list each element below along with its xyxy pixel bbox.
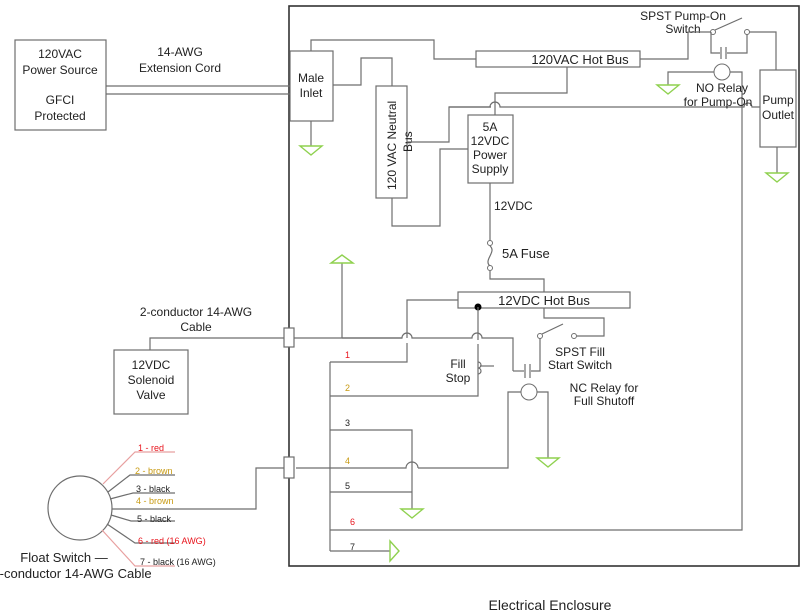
power-source-label: 120VAC [38,47,82,61]
male-inlet-label: Inlet [300,86,323,100]
conductor-number: 2 [345,383,350,393]
conductor-number: 3 [345,418,350,428]
float-switch-label: 7-conductor 14-AWG Cable [0,566,152,581]
solenoid-label: Solenoid [128,373,175,387]
power-source: 120VAC Power Source GFCI Protected [14,39,107,131]
power-supply-label: 5A [483,120,498,134]
pump-outlet-label: Outlet [762,108,795,122]
float-switch [47,475,113,541]
conductor-label: 5 - black [137,514,172,524]
conductor-label: 3 - black [136,484,171,494]
extension-cord-label: 14-AWG [157,45,203,59]
fill-switch-label: Start Switch [548,358,612,372]
conductor-number: 5 [345,481,350,491]
power-source-label: Power Source [22,63,98,77]
fill-stop-label: Fill [450,357,465,371]
pump-outlet-label: Pump [762,93,794,107]
solenoid-cable-label: Cable [180,320,212,334]
conductor-number: 4 [345,456,350,466]
pump-outlet [759,69,797,148]
male-inlet [289,50,334,122]
ground-icon [298,145,324,156]
pump-switch-label: SPST Pump-On [640,9,726,23]
ground-icon [535,457,561,468]
power-source-box [14,39,107,131]
extension-cord: 14-AWG Extension Cord [106,45,292,95]
ground-icon [328,254,356,264]
pump-relay-coil [713,63,731,81]
full-relay-label: Full Shutoff [574,394,635,408]
cable-gland-solenoid [283,327,295,348]
conductor-number: 1 [345,350,350,360]
ac-hot-bus-label: 120VAC Hot Bus [531,52,629,67]
extension-cord-label: Extension Cord [139,61,221,75]
pump-relay-label: NO Relay [696,81,748,95]
full-relay-coil [520,383,538,401]
power-supply-label: Supply [472,162,509,176]
fill-stop-label: Stop [446,371,471,385]
fuse-icon [487,240,493,271]
gfci-label: GFCI [46,93,75,107]
fill-switch-label: SPST Fill [555,345,605,359]
fuse-label: 5A Fuse [502,246,550,261]
fill-stop-switch-icon[interactable] [477,361,494,375]
ground-icon [389,539,400,563]
ground-icon [399,508,425,519]
solenoid-cable-label: 2-conductor 14-AWG [140,305,252,319]
male-inlet-label: Male [298,71,324,85]
pump-switch-label: Switch [665,22,700,36]
full-relay-label: NC Relay for [570,381,639,395]
conductor-leaders [101,451,175,567]
conductor-label: 7 - black (16 AWG) [140,557,216,567]
power-supply-label: Power [473,148,507,162]
solenoid-label: Valve [136,388,165,402]
ground-icon [655,84,681,95]
float-switch-label: Float Switch — [20,550,107,565]
ground-icon [764,172,790,183]
conductor-number: 7 [350,542,355,552]
solenoid-valve [113,349,189,415]
pump-relay-label: for Pump-On [684,95,753,109]
conductor-label: 4 - brown [136,496,174,506]
conductor-label: 6 - red (16 AWG) [138,536,206,546]
conductor-number: 6 [350,517,355,527]
power-supply-label: 12VDC [471,134,510,148]
enclosure-label: Electrical Enclosure [489,597,612,613]
solenoid-label: 12VDC [132,358,171,372]
electrical-enclosure-border [288,5,800,567]
fill-start-switch-icon[interactable] [537,323,577,339]
conductor-label: 1 - red [138,443,164,453]
cable-gland-float [283,456,295,479]
dc-voltage-label: 12VDC [494,199,533,213]
conductor-label: 2 - brown [135,466,173,476]
neutral-bus-label: 120 VAC Neutral [385,101,399,190]
dc-hot-bus-label: 12VDC Hot Bus [498,293,590,308]
gfci-label: Protected [34,109,85,123]
